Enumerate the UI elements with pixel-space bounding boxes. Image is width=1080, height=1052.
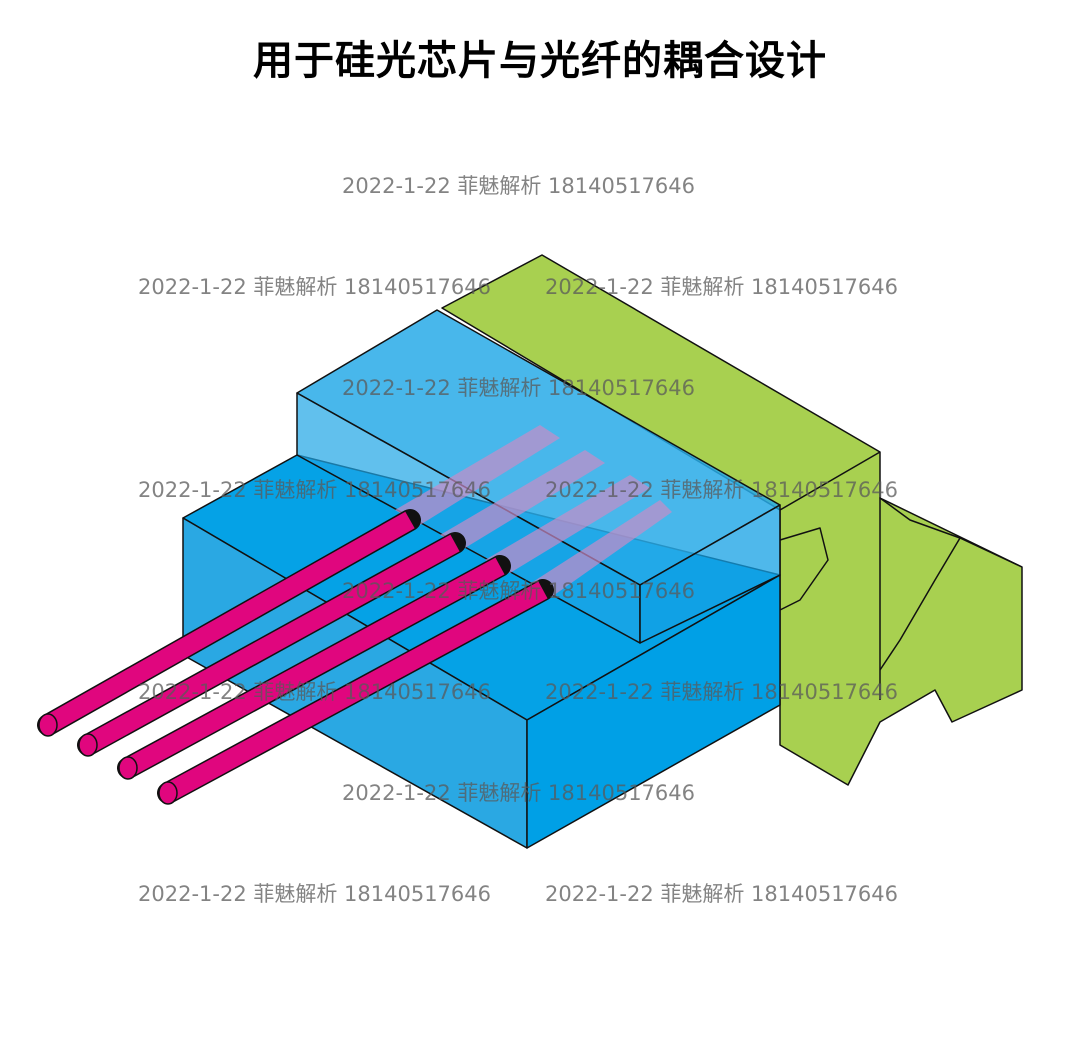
fiber-end-2 [78, 733, 98, 757]
lid-right-face [639, 504, 781, 644]
watermark: 2022-1-22 菲魅解析 18140517646 [138, 680, 492, 704]
watermark: 2022-1-22 菲魅解析 18140517646 [342, 376, 696, 400]
optical-fibers [37, 509, 554, 805]
watermark: 2022-1-22 菲魅解析 18140517646 [545, 478, 899, 502]
watermark: 2022-1-22 菲魅解析 18140517646 [545, 275, 899, 299]
fiber-end-1 [38, 713, 58, 737]
diagram-title: 用于硅光芯片与光纤的耦合设计 [253, 38, 827, 84]
watermark: 2022-1-22 菲魅解析 18140517646 [545, 882, 899, 906]
watermark: 2022-1-22 菲魅解析 18140517646 [138, 882, 492, 906]
fiber-end-4 [158, 781, 178, 805]
watermark: 2022-1-22 菲魅解析 18140517646 [138, 478, 492, 502]
chip-right-face [526, 574, 781, 849]
watermark: 2022-1-22 菲魅解析 18140517646 [342, 781, 696, 805]
fiber-end-3 [118, 756, 138, 780]
watermark: 2022-1-22 菲魅解析 18140517646 [342, 579, 696, 603]
watermark: 2022-1-22 菲魅解析 18140517646 [342, 174, 696, 198]
holder-edge [879, 497, 1023, 568]
holder-edge [779, 451, 881, 511]
watermark: 2022-1-22 菲魅解析 18140517646 [545, 680, 899, 704]
holder-groove [879, 537, 961, 671]
waveguide-overlap [395, 425, 672, 598]
holder-groove [779, 527, 829, 611]
watermark: 2022-1-22 菲魅解析 18140517646 [138, 275, 492, 299]
